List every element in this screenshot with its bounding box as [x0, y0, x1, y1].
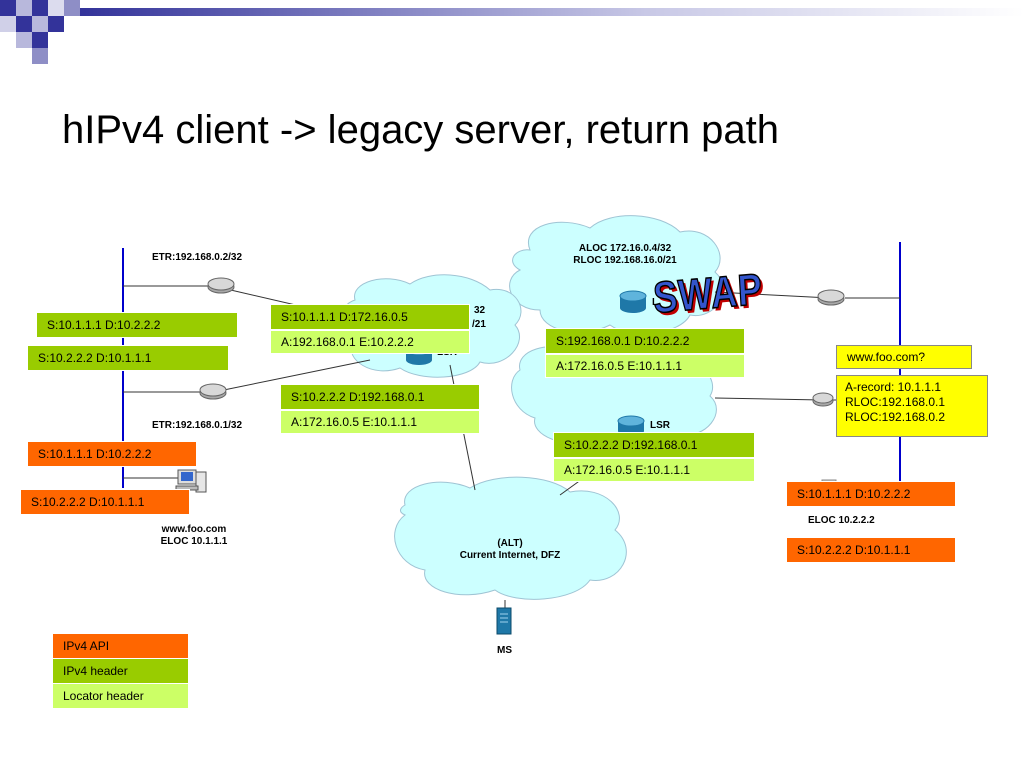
server-eloc-label: ELOC 10.2.2.2 [808, 515, 875, 526]
partial-rloc-label: /21 [472, 319, 486, 330]
dns-query-box: www.foo.com? [836, 345, 972, 369]
center1-ipv4-header: S:10.1.1.1 D:172.16.0.5 [270, 304, 470, 330]
client-eloc: ELOC 10.1.1.1 [160, 536, 228, 547]
dns-answer-box: A-record: 10.1.1.1 RLOC:192.168.0.1 RLOC… [836, 375, 988, 437]
ms-server-icon [496, 607, 512, 635]
client-name: www.foo.com [161, 524, 227, 535]
swap-label: SWAP [651, 264, 765, 324]
etr-bottom-label: ETR:192.168.0.1/32 [152, 420, 243, 431]
router-server-bottom [812, 392, 834, 407]
etr-top-label: ETR:192.168.0.2/32 [152, 252, 243, 263]
alt-label: (ALT) Current Internet, DFZ [430, 538, 590, 562]
dfz-line: Current Internet, DFZ [459, 550, 561, 561]
center2-locator-header: A:172.16.0.5 E:10.1.1.1 [280, 410, 480, 434]
center2-ipv4-header: S:10.2.2.2 D:192.168.0.1 [280, 384, 480, 410]
partial-aloc-label: 32 [474, 305, 486, 316]
lsr-top-label: L [652, 297, 659, 308]
dns-rloc-2: RLOC:192.168.0.2 [845, 410, 946, 424]
client-label: www.foo.com ELOC 10.1.1.1 [144, 524, 244, 548]
router-etr-top [207, 277, 235, 294]
lsr-router-top [619, 290, 647, 313]
right-ipv4-api-2: S:10.2.2.2 D:10.1.1.1 [786, 537, 956, 563]
legend-locator-header: Locator header [53, 684, 188, 708]
center1-locator-header: A:192.168.0.1 E:10.2.2.2 [270, 330, 470, 354]
alt-line: (ALT) [497, 538, 523, 549]
aloc-line: ALOC 172.16.0.4/32 [578, 243, 672, 254]
dns-a-record: A-record: 10.1.1.1 [845, 380, 942, 394]
right-ipv4-api-1: S:10.1.1.1 D:10.2.2.2 [786, 481, 956, 507]
right2-locator-header: A:172.16.0.5 E:10.1.1.1 [553, 458, 755, 482]
aloc-label: ALOC 172.16.0.4/32 RLOC 192.168.16.0/21 [555, 243, 695, 267]
page-title: hIPv4 client -> legacy server, return pa… [62, 108, 780, 152]
left-ipv4-header-2: S:10.2.2.2 D:10.1.1.1 [27, 345, 229, 371]
dns-rloc-1: RLOC:192.168.0.1 [845, 395, 946, 409]
cloud-alt [394, 476, 627, 600]
legend-ipv4-header: IPv4 header [53, 659, 188, 683]
router-server-top [817, 289, 845, 306]
lsr-mid-label: LSR [650, 420, 670, 431]
left-ipv4-header-1: S:10.1.1.1 D:10.2.2.2 [36, 312, 238, 338]
router-etr-bottom [199, 383, 227, 400]
left-ipv4-api-1: S:10.1.1.1 D:10.2.2.2 [27, 441, 197, 467]
legend-ipv4-api: IPv4 API [53, 634, 188, 658]
ms-label: MS [497, 645, 512, 656]
right1-locator-header: A:172.16.0.5 E:10.1.1.1 [545, 354, 745, 378]
left-ipv4-api-2: S:10.2.2.2 D:10.1.1.1 [20, 489, 190, 515]
rloc-line: RLOC 192.168.16.0/21 [573, 255, 677, 266]
right1-ipv4-header: S:192.168.0.1 D:10.2.2.2 [545, 328, 745, 354]
right2-ipv4-header: S:10.2.2.2 D:192.168.0.1 [553, 432, 755, 458]
